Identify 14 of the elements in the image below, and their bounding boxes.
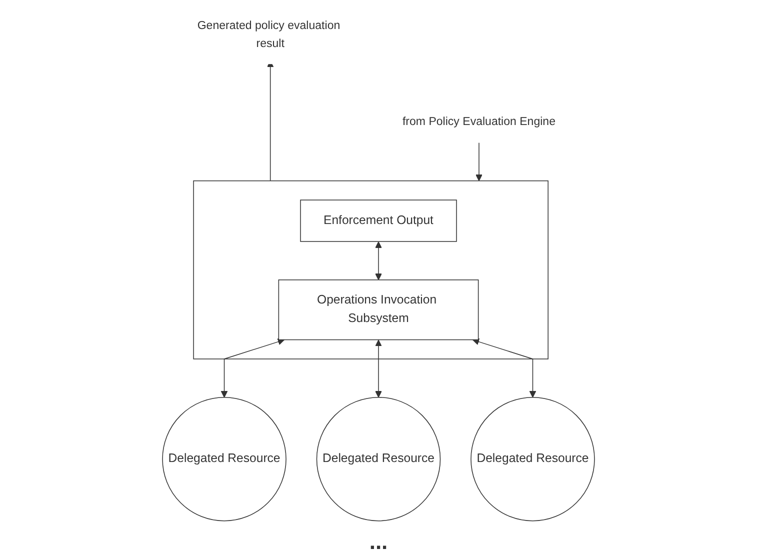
node-circle: Delegated Resource [162,396,286,522]
arrow [472,338,536,398]
ellipsis-label: ... [369,529,388,554]
node-text: Generated policy evaluation result [197,19,340,50]
node-text: from Policy Evaluation Engine [402,115,556,128]
node-box: Operations Invocation Subsystem [278,279,479,340]
arrow [220,338,285,398]
node-circle: Delegated Resource [470,396,595,522]
arrow [375,241,382,280]
arrow [476,142,482,182]
arrow [375,340,382,398]
node-circle: Delegated Resource [316,396,441,522]
node-box: Enforcement Output [300,200,457,242]
cluster [193,180,548,360]
